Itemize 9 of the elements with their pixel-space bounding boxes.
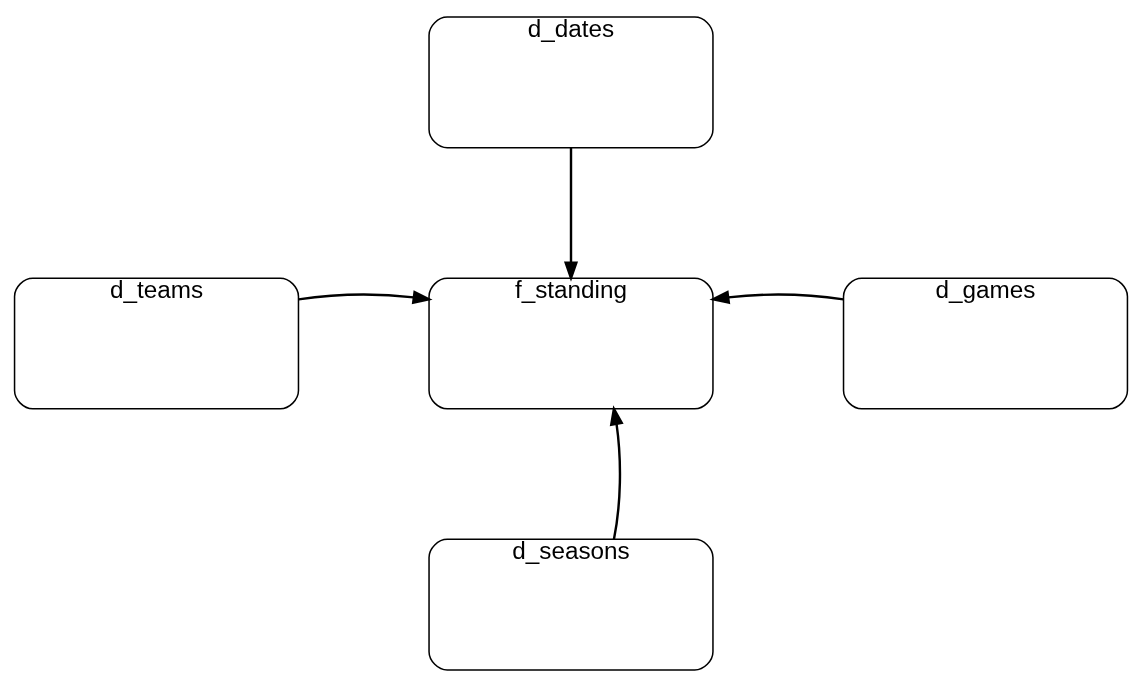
node-box: d_games (842, 277, 1129, 410)
arrow (298, 290, 433, 305)
node-box: d_seasons (428, 538, 714, 671)
arrow (609, 405, 624, 540)
node-box: d_teams (13, 277, 300, 410)
node-box: d_dates (428, 16, 714, 149)
arrow (709, 290, 844, 305)
node-box: f_standing (428, 277, 714, 410)
arrow (563, 147, 579, 282)
